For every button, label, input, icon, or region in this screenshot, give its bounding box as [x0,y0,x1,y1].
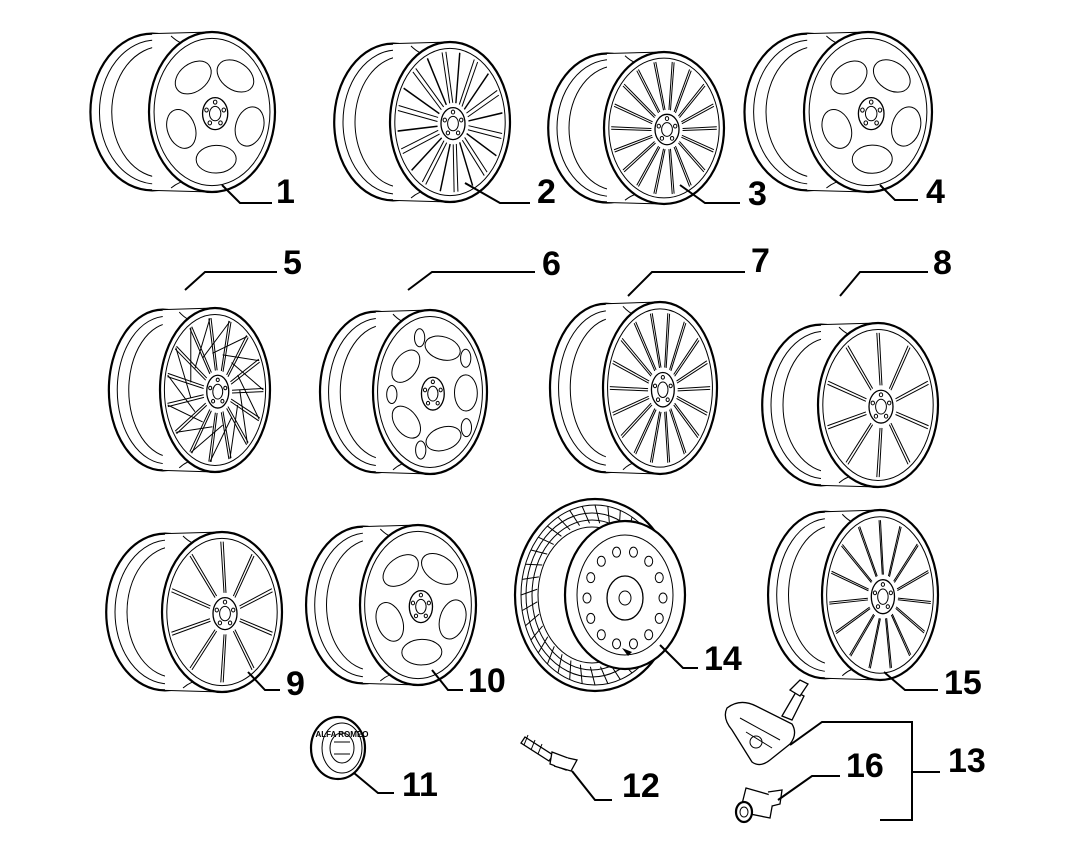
wheel-6 [318,308,489,476]
wheel-4 [743,30,934,194]
wheel-5 [107,306,272,474]
callout-1: 1 [276,173,295,211]
wheel-15 [766,508,940,682]
wheel-2 [333,40,512,204]
wheel-8 [761,321,940,489]
callout-numbers: 1 2 3 4 5 6 7 8 9 10 11 12 13 14 15 16 [276,173,986,805]
callout-11: 11 [402,766,438,804]
callout-10: 10 [468,662,506,700]
callout-13: 13 [948,742,986,780]
callout-5: 5 [283,244,302,282]
tpms-sensor-part [724,679,809,766]
callout-3: 3 [748,175,767,213]
spare-wheel-holes [582,546,668,650]
center-cap-part: ALFA ROMEO [309,715,369,781]
wheel-1 [89,30,277,194]
wheel-bolt-part [520,734,578,772]
wheel-10 [304,523,478,687]
wheel-7 [548,300,719,476]
wheel-9 [105,530,284,694]
callout-7: 7 [751,242,770,280]
callout-9: 9 [286,665,305,703]
callout-15: 15 [944,664,982,702]
wheels-layer [89,30,940,694]
callout-16: 16 [846,747,884,785]
tpms-valve-cap-part [734,787,783,824]
center-cap-badge-text: ALFA ROMEO [315,730,368,739]
callout-6: 6 [542,245,561,283]
callout-8: 8 [933,244,952,282]
callout-12: 12 [622,767,660,805]
wheel-3 [547,50,726,206]
leader-lines [184,182,940,821]
spare-wheel-part [513,497,687,693]
callout-4: 4 [926,173,945,211]
callout-2: 2 [537,173,556,211]
callout-14: 14 [704,640,742,678]
